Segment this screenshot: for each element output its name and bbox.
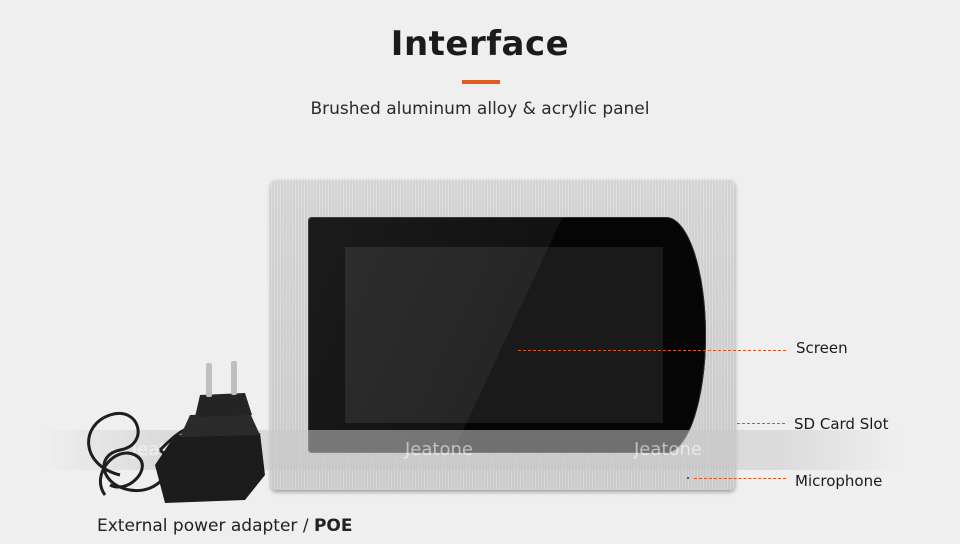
display-area — [345, 247, 663, 423]
adapter-caption-bold: POE — [313, 516, 353, 536]
adapter-caption-text: External power adapter / — [97, 516, 314, 536]
adapter-caption: External power adapter / POE — [97, 516, 352, 536]
microphone-callout-line — [694, 478, 786, 479]
monitor-panel — [271, 180, 735, 490]
sd-card-callout-line — [737, 423, 785, 424]
title-underline — [462, 80, 500, 84]
watermark-text: Jeatone — [405, 439, 473, 460]
power-adapter-illustration — [87, 361, 265, 503]
adapter-body — [155, 361, 265, 503]
page-title: Interface — [390, 24, 570, 64]
screen-callout-line — [518, 350, 786, 351]
page-subtitle: Brushed aluminum alloy & acrylic panel — [310, 99, 650, 119]
glass-reflection — [308, 217, 706, 453]
watermark-text: Jeatone — [634, 439, 702, 460]
microphone-hole — [687, 477, 689, 479]
sd-card-slot-label: SD Card Slot — [794, 415, 889, 433]
acrylic-glass — [308, 217, 706, 453]
screen-label: Screen — [796, 339, 848, 357]
microphone-label: Microphone — [795, 472, 883, 490]
